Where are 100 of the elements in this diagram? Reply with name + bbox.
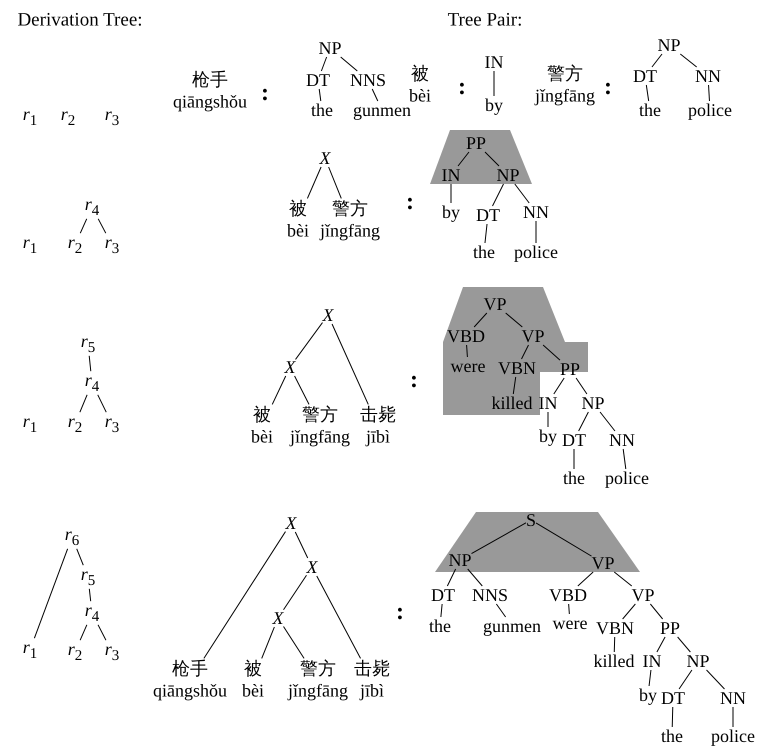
tree-label: NNS bbox=[472, 586, 508, 604]
tree-branch bbox=[514, 184, 530, 204]
tree-branch bbox=[88, 355, 92, 372]
rule-label: r$_{2}$ bbox=[68, 233, 82, 257]
tree-label: X bbox=[286, 514, 296, 532]
tree-label: VP bbox=[522, 327, 544, 345]
tree-label: IN bbox=[484, 53, 504, 71]
tree-label: NP bbox=[658, 36, 680, 54]
tree-label: were bbox=[552, 614, 588, 632]
tree-label: S bbox=[526, 511, 536, 529]
tree-label: DT bbox=[306, 71, 330, 89]
tree-branch bbox=[614, 636, 616, 652]
chinese-word: 被 bbox=[252, 404, 272, 426]
chinese-word: 警方 bbox=[331, 198, 369, 220]
tree-label: the bbox=[429, 617, 451, 635]
tree-branch bbox=[706, 670, 725, 690]
tree-branch bbox=[80, 624, 88, 641]
tree-branch bbox=[492, 184, 504, 206]
tree-label: PP bbox=[466, 134, 486, 152]
tree-label: NNS bbox=[350, 71, 386, 89]
tree-label: the bbox=[639, 101, 661, 119]
tree-label: DT bbox=[476, 206, 500, 224]
chinese-word: 警方 bbox=[301, 404, 339, 426]
tree-branch bbox=[316, 576, 362, 659]
tree-label: IN bbox=[442, 166, 460, 184]
colon-separator: : bbox=[410, 368, 418, 392]
tree-branch bbox=[614, 572, 632, 586]
tree-label: VBD bbox=[549, 586, 587, 604]
tree-branch bbox=[648, 670, 652, 686]
pinyin: bèi bbox=[287, 220, 309, 242]
pinyin: bèi bbox=[251, 426, 273, 448]
tree-branch bbox=[553, 378, 565, 394]
rule-label: r$_{3}$ bbox=[104, 640, 120, 664]
tree-branch bbox=[440, 604, 443, 618]
tree-branch bbox=[677, 636, 691, 652]
tree-label: police bbox=[605, 469, 649, 487]
tree-label: by bbox=[485, 96, 503, 114]
tree-label: VP bbox=[592, 554, 614, 572]
tree-branch bbox=[496, 604, 506, 618]
tree-branch bbox=[521, 344, 529, 360]
tree-label: X bbox=[284, 358, 296, 376]
tree-branch bbox=[484, 152, 500, 166]
chinese-word: 击毙 bbox=[360, 404, 396, 426]
rule-label: r$_{4}$ bbox=[84, 195, 100, 219]
tree-label: killed bbox=[594, 652, 634, 670]
tree-branch bbox=[646, 84, 650, 102]
tree-branch bbox=[484, 224, 488, 244]
rule-label: r$_{4}$ bbox=[84, 371, 100, 395]
tree-label: police bbox=[688, 101, 732, 119]
tree-branch bbox=[76, 548, 84, 566]
colon-separator: : bbox=[458, 75, 466, 99]
tree-branch bbox=[678, 670, 692, 690]
tree-branch bbox=[261, 626, 275, 659]
chinese-word: 枪手 bbox=[171, 658, 209, 680]
tree-branch bbox=[318, 88, 322, 102]
tree-branch bbox=[466, 344, 468, 358]
colon-separator: : bbox=[604, 75, 612, 99]
pinyin: jībì bbox=[364, 426, 391, 448]
heading: Tree Pair: bbox=[448, 10, 522, 30]
tree-label: gunmen bbox=[353, 101, 411, 119]
tree-label: the bbox=[661, 727, 683, 745]
pinyin: jǐngfāng bbox=[535, 85, 595, 107]
tree-label: NN bbox=[609, 431, 635, 449]
tree-branch bbox=[328, 166, 342, 199]
tree-label: were bbox=[450, 357, 486, 375]
tree-label: the bbox=[473, 243, 495, 261]
tree-label: police bbox=[711, 727, 755, 745]
tree-label: by bbox=[539, 427, 557, 445]
tree-branch bbox=[650, 604, 664, 620]
tree-branch bbox=[458, 152, 470, 166]
tree-label: NP bbox=[582, 394, 604, 412]
tree-label: VBN bbox=[498, 359, 536, 377]
tree-branch bbox=[340, 56, 358, 72]
tree-label: X bbox=[306, 558, 318, 576]
tree-branch bbox=[512, 376, 516, 394]
tree-branch bbox=[732, 706, 734, 728]
tree-branch bbox=[576, 378, 588, 394]
rule-label: r$_{4}$ bbox=[84, 601, 100, 625]
tree-branch bbox=[88, 588, 92, 602]
tree-branch bbox=[622, 604, 636, 620]
pinyin: qiāngshǒu bbox=[153, 680, 227, 702]
tree-branch bbox=[578, 412, 589, 432]
tree-branch bbox=[505, 312, 523, 328]
tree-label: IN bbox=[642, 652, 662, 670]
tree-branch bbox=[536, 522, 592, 557]
tree-branch bbox=[471, 522, 526, 554]
tree-branch bbox=[568, 604, 570, 614]
tree-branch bbox=[332, 324, 369, 405]
tree-label: the bbox=[563, 469, 585, 487]
tree-label: police bbox=[514, 243, 558, 261]
tree-label: DT bbox=[562, 431, 586, 449]
tree-branch bbox=[283, 626, 305, 659]
tree-branch bbox=[600, 412, 616, 432]
pinyin: jǐngfāng bbox=[320, 220, 380, 242]
tree-branch bbox=[372, 88, 378, 102]
tree-branch bbox=[708, 84, 710, 102]
tree-branch bbox=[80, 218, 88, 234]
chinese-word: 枪手 bbox=[191, 69, 229, 91]
colon-separator: : bbox=[261, 81, 269, 105]
pinyin: bèi bbox=[409, 85, 431, 106]
